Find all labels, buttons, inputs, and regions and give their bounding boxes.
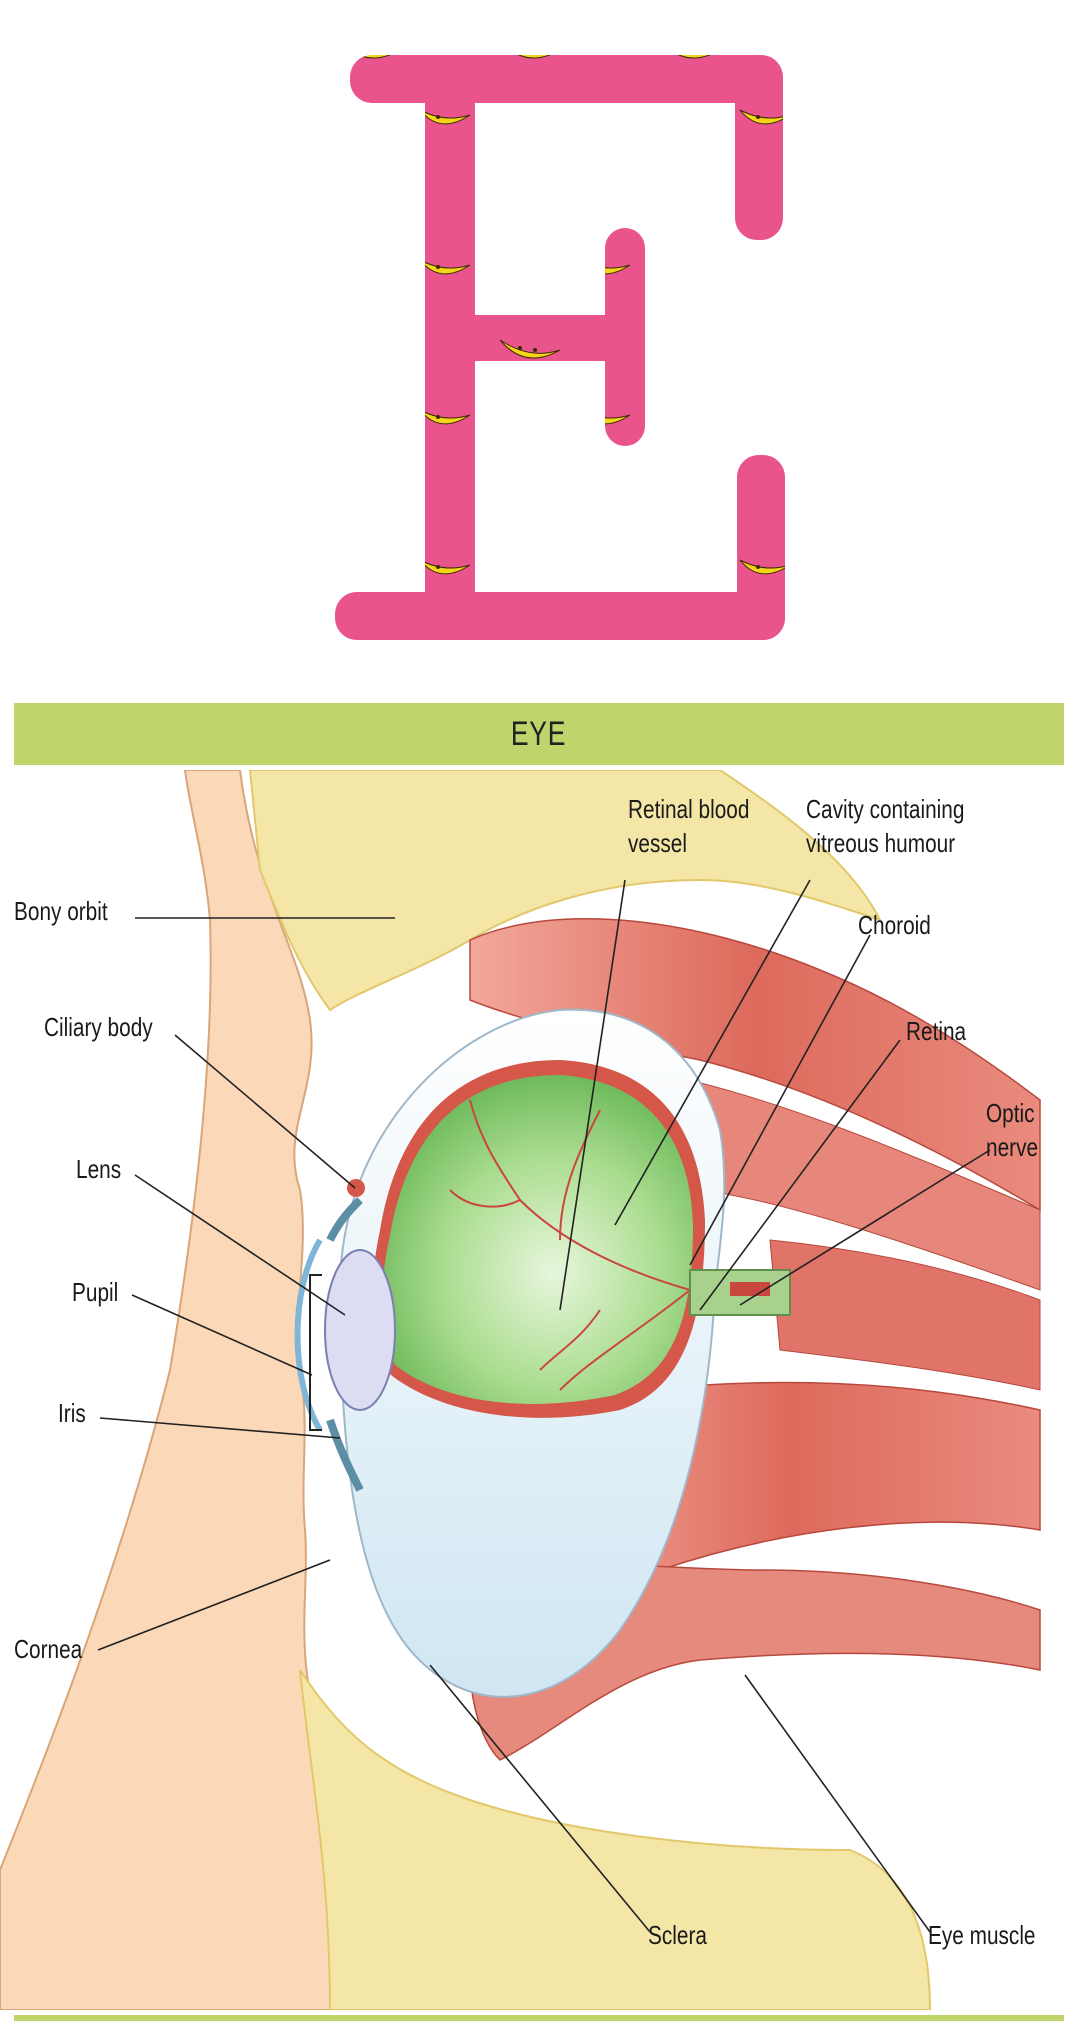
leader-ciliary-body	[174, 1034, 356, 1189]
leader-retinal-vessel	[559, 879, 626, 1311]
footer-divider	[14, 2015, 1064, 2021]
iris-shape	[326, 1418, 364, 1492]
pupil-bracket	[309, 1274, 322, 1431]
leader-lens	[134, 1174, 346, 1316]
leader-iris	[99, 1417, 341, 1439]
retinal-vessels	[449, 1099, 691, 1391]
section-title: EYE	[511, 714, 567, 753]
letter-e-graphic	[0, 0, 1080, 660]
lens-shape	[324, 1249, 396, 1411]
label-retina: Retina	[906, 1016, 967, 1046]
letter-e-shape	[335, 55, 785, 640]
label-optic-nerve-line1: Optic	[986, 1098, 1035, 1128]
label-optic-nerve-line2: nerve	[986, 1132, 1039, 1162]
leader-retina	[699, 1039, 901, 1311]
section-header: EYE	[14, 703, 1064, 765]
label-ciliary-body: Ciliary body	[44, 1012, 153, 1042]
label-choroid: Choroid	[858, 910, 931, 940]
bony-orbit-upper	[248, 770, 882, 1012]
skin-profile	[0, 770, 331, 2010]
leader-choroid	[689, 934, 871, 1266]
label-lens: Lens	[76, 1154, 122, 1184]
eye-diagram: Bony orbit Ciliary body Lens Pupil Iris …	[0, 770, 1080, 2010]
label-sclera: Sclera	[648, 1920, 707, 1950]
label-cavity-line1: Cavity containing	[806, 794, 965, 824]
label-retinal-blood-vessel-line2: vessel	[628, 828, 687, 858]
leader-pupil	[131, 1294, 313, 1376]
leader-sclera	[429, 1664, 651, 1933]
optic-muscle-band	[769, 1239, 1041, 1391]
ciliary-body-shape	[347, 1179, 365, 1197]
label-cornea: Cornea	[14, 1634, 83, 1664]
leader-cornea	[97, 1559, 331, 1651]
label-pupil: Pupil	[72, 1277, 119, 1307]
leader-lines	[97, 879, 991, 1933]
label-cavity-line2: vitreous humour	[806, 828, 956, 858]
label-bony-orbit: Bony orbit	[14, 896, 108, 926]
leader-cavity	[614, 879, 811, 1226]
label-iris: Iris	[58, 1398, 86, 1428]
leader-optic-nerve	[739, 1149, 991, 1306]
vitreous-humour	[382, 1075, 693, 1404]
bony-orbit-lower	[299, 1669, 932, 2010]
leader-eye-muscle	[744, 1674, 931, 1933]
mid-muscle	[639, 1069, 1041, 1291]
label-retinal-blood-vessel-line1: Retinal blood	[628, 794, 750, 824]
label-eye-muscle: Eye muscle	[928, 1920, 1036, 1950]
